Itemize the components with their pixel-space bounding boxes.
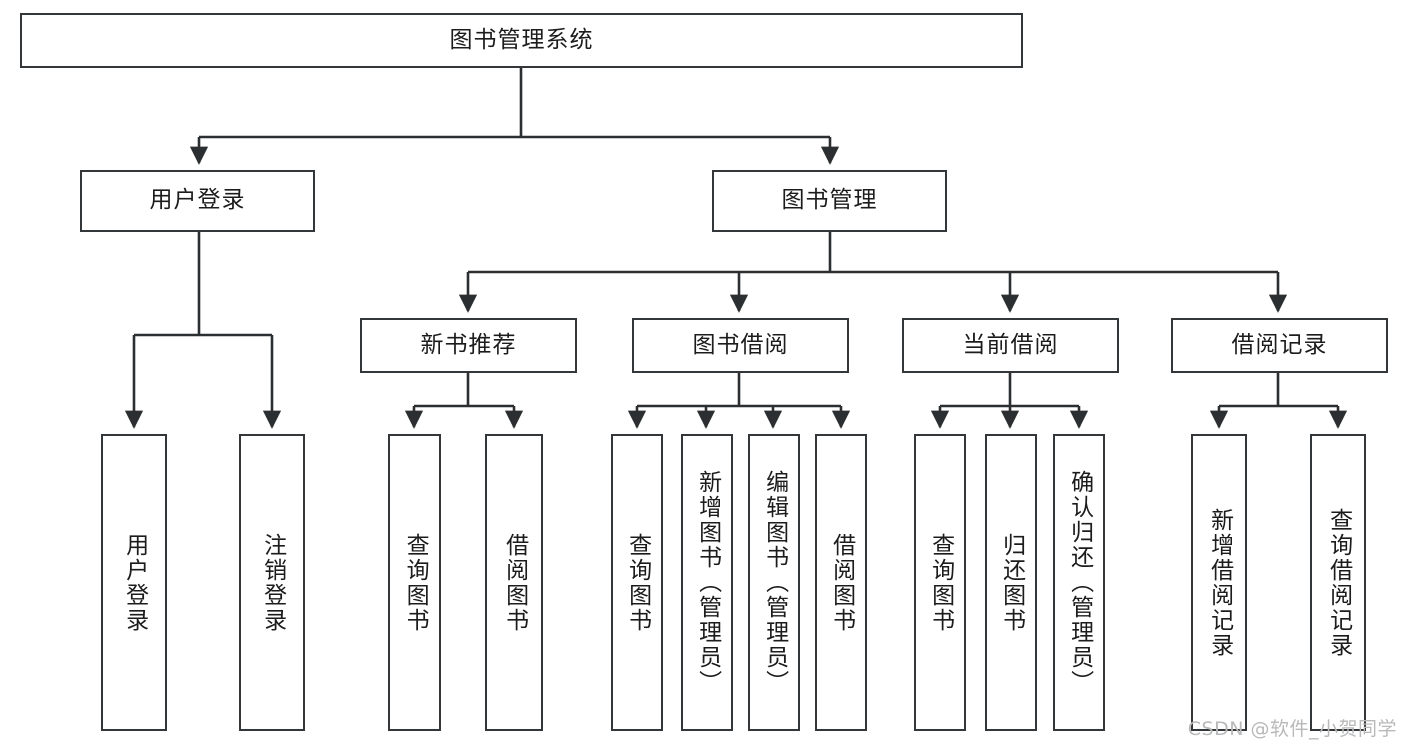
edges-newbook-to-leaves [404,373,524,429]
edges-currentborrow-to-leaves [930,373,1089,429]
edges-userlogin-to-leaves [124,232,282,429]
leaf-query-book-3[interactable]: 查询图书 [914,434,966,731]
leaf-return-book-label: 归还图书 [998,532,1025,633]
leaf-confirm-return-label: 确认归还（管理员） [1066,470,1093,695]
leaf-user-login[interactable]: 用户登录 [101,434,167,731]
leaf-borrow-book-1[interactable]: 借阅图书 [485,434,543,731]
leaf-borrow-book-2-label: 借阅图书 [828,532,855,633]
leaf-query-record-label: 查询借阅记录 [1325,507,1352,658]
leaf-add-record-label: 新增借阅记录 [1206,507,1233,658]
leaf-query-book-1-label: 查询图书 [402,532,429,633]
leaf-edit-book[interactable]: 编辑图书（管理员） [748,434,800,731]
leaf-query-book-2[interactable]: 查询图书 [611,434,663,731]
node-borrow-record[interactable]: 借阅记录 [1171,318,1388,373]
node-user-login[interactable]: 用户登录 [80,170,315,232]
leaf-borrow-book-2[interactable]: 借阅图书 [815,434,867,731]
leaf-edit-book-label: 编辑图书（管理员） [761,470,788,695]
leaf-query-book-1[interactable]: 查询图书 [388,434,441,731]
node-book-borrow[interactable]: 图书借阅 [632,318,849,373]
node-new-book-recommend[interactable]: 新书推荐 [360,318,577,373]
leaf-user-logout[interactable]: 注销登录 [239,434,305,731]
leaf-query-book-2-label: 查询图书 [624,532,651,633]
edges-bookmanage-to-level3 [458,232,1288,313]
leaf-return-book[interactable]: 归还图书 [985,434,1037,731]
edges-bookborrow-to-leaves [627,373,851,429]
leaf-query-book-3-label: 查询图书 [927,532,954,633]
node-borrow-record-label: 借阅记录 [1231,331,1328,358]
leaf-borrow-book-1-label: 借阅图书 [501,532,528,633]
leaf-add-record[interactable]: 新增借阅记录 [1191,434,1247,731]
leaf-user-logout-label: 注销登录 [259,532,286,633]
leaf-query-record[interactable]: 查询借阅记录 [1310,434,1366,731]
edges-borrowrecord-to-leaves [1209,373,1348,429]
leaf-confirm-return[interactable]: 确认归还（管理员） [1053,434,1105,731]
node-book-manage[interactable]: 图书管理 [712,170,947,232]
edges-root-to-level2 [189,68,840,165]
node-book-borrow-label: 图书借阅 [692,331,789,358]
node-root[interactable]: 图书管理系统 [20,13,1023,68]
leaf-add-book[interactable]: 新增图书（管理员） [681,434,733,731]
node-book-manage-label: 图书管理 [781,187,878,214]
node-current-borrow-label: 当前借阅 [962,331,1059,358]
node-root-label: 图书管理系统 [449,26,594,53]
leaf-user-login-label: 用户登录 [121,532,148,633]
leaf-add-book-label: 新增图书（管理员） [694,470,721,695]
node-user-login-label: 用户登录 [149,187,246,214]
node-new-book-recommend-label: 新书推荐 [420,331,517,358]
node-current-borrow[interactable]: 当前借阅 [902,318,1119,373]
